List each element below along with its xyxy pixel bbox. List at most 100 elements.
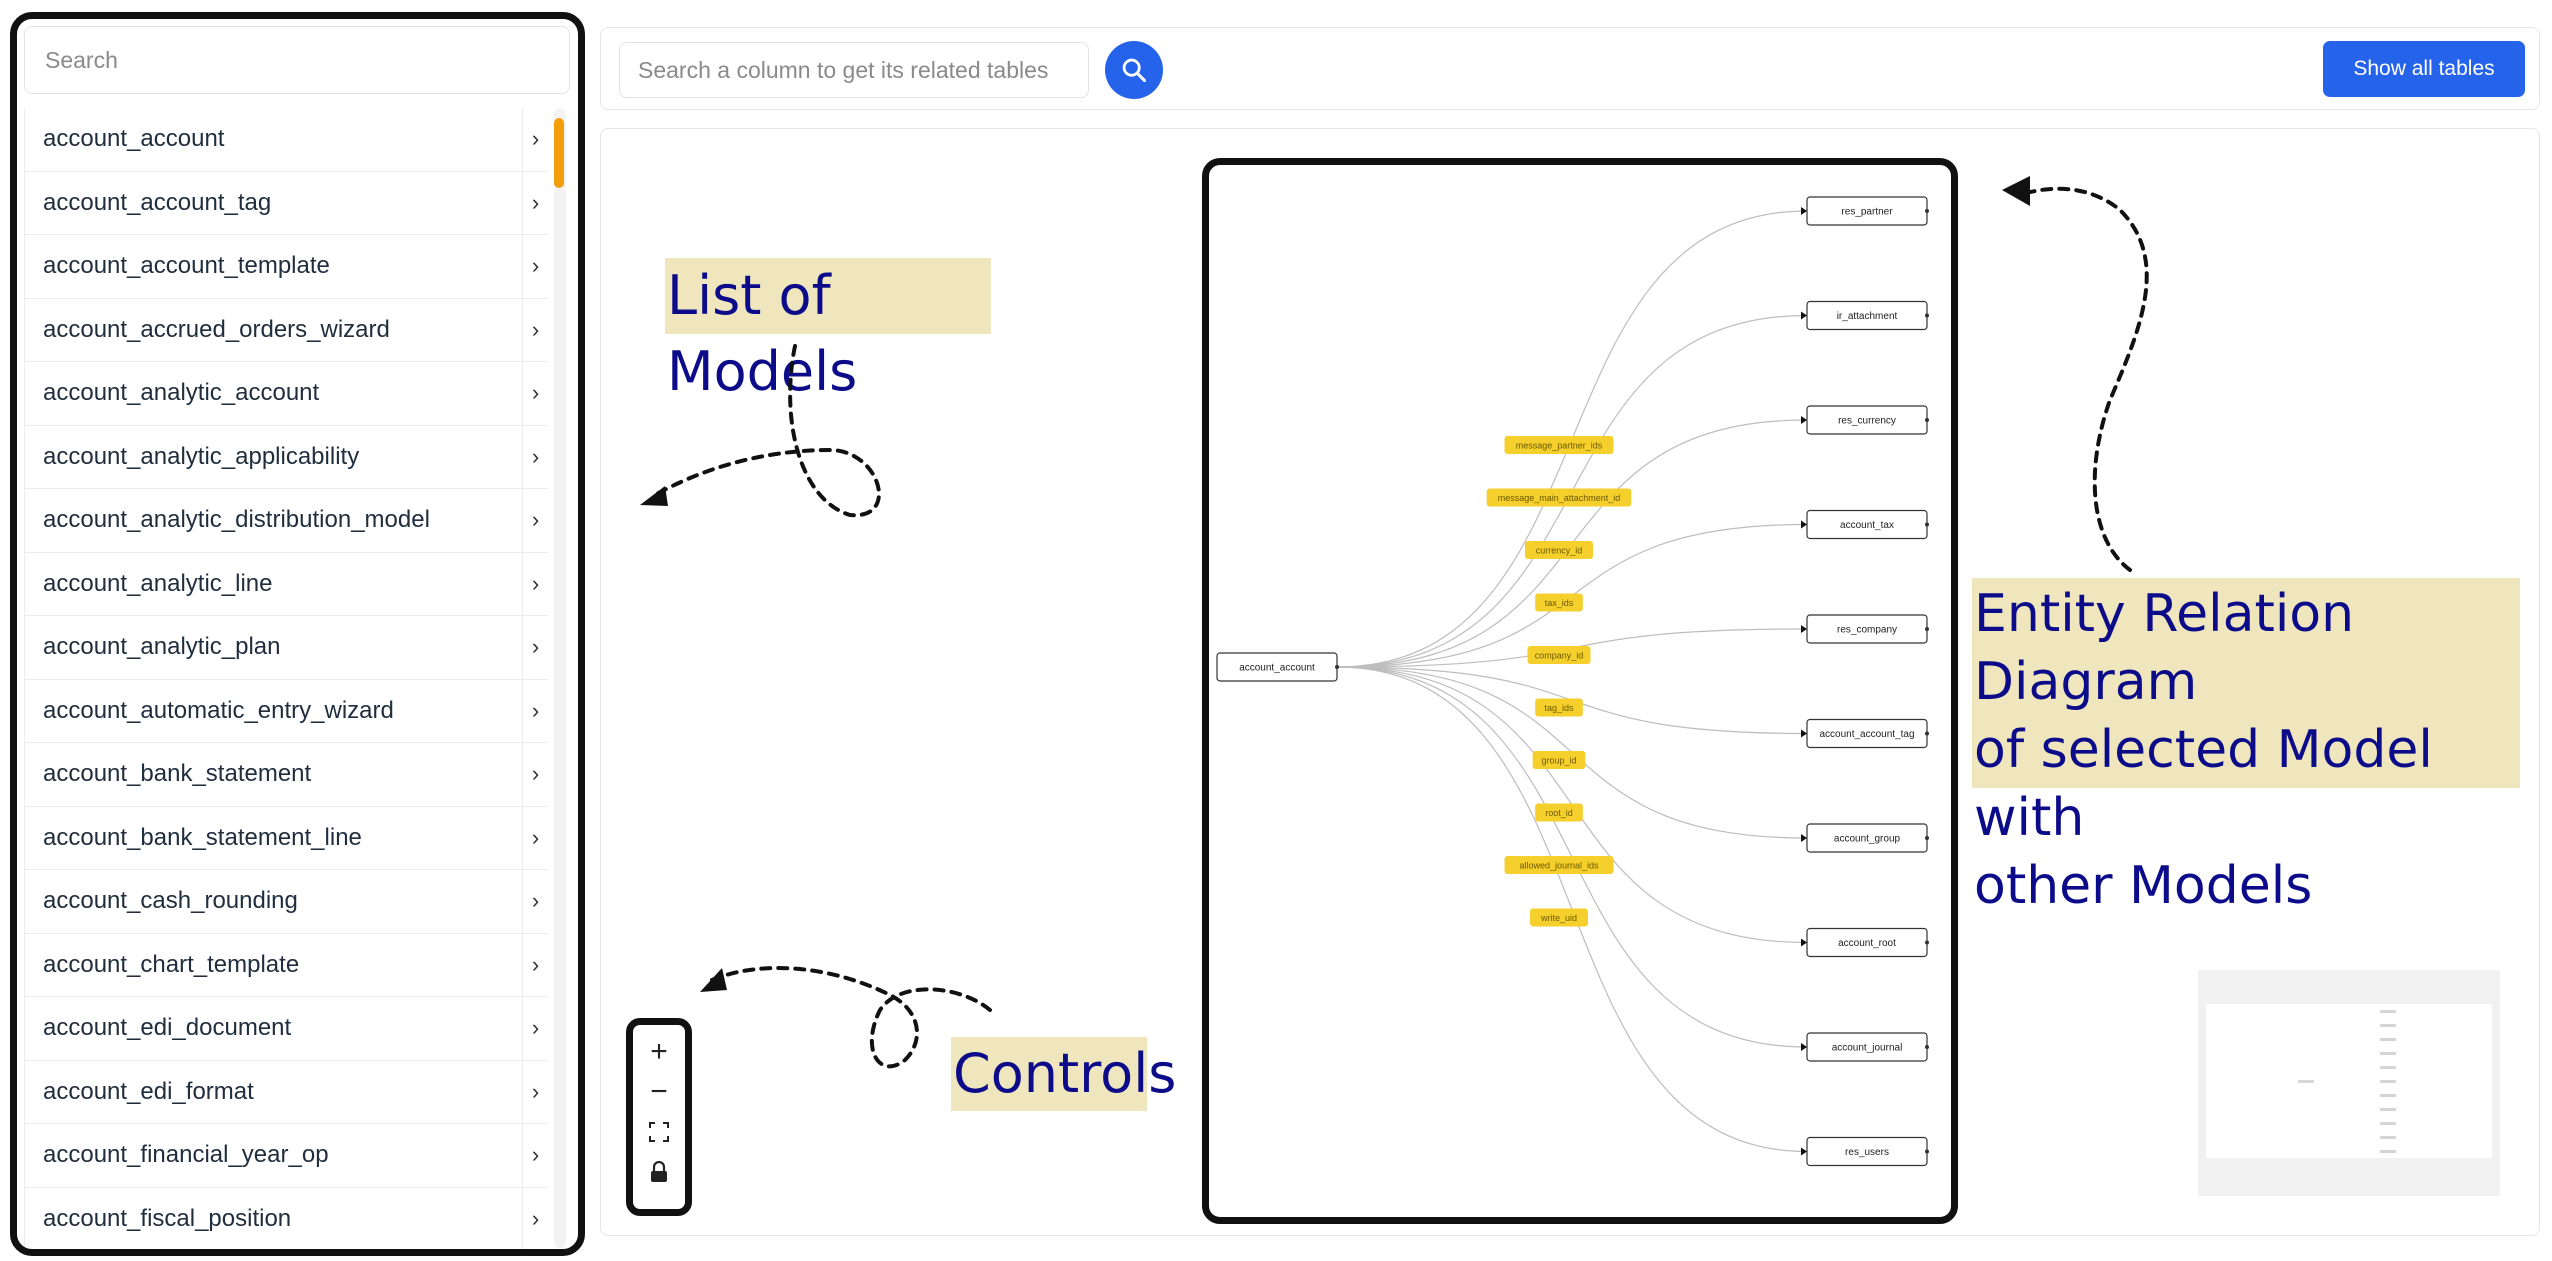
model-list-item[interactable]: account_cash_rounding › [24, 870, 548, 934]
model-list-item[interactable]: account_account_tag› [24, 171, 548, 235]
erd-edge-label-text: tag_ids [1544, 703, 1574, 713]
fit-view-button[interactable] [641, 1113, 677, 1151]
erd-target-node[interactable]: account_root [1806, 927, 1929, 958]
sidebar-scrollbar[interactable] [554, 108, 566, 1248]
chevron-right-icon[interactable]: › [522, 933, 548, 996]
model-list-item[interactable]: account_analytic_distribution_model› [24, 489, 548, 553]
erd-target-node[interactable]: res_users [1806, 1136, 1929, 1167]
model-list-item-label: account_financial_year_op [43, 1141, 329, 1169]
annotation-erd-line2: of selected Model with [1974, 720, 2433, 848]
chevron-right-icon[interactable]: › [522, 616, 548, 679]
chevron-right-icon[interactable]: › [522, 743, 548, 806]
models-arrow-head [640, 486, 668, 506]
model-list-item[interactable]: account_financial_year_op › [24, 1124, 548, 1188]
model-search-input[interactable] [24, 26, 570, 94]
erd-edge-label-text: message_partner_ids [1516, 441, 1603, 451]
erd-target-node[interactable]: res_company [1806, 614, 1929, 644]
erd-edge-arrow [1801, 207, 1807, 215]
erd-edge-arrow [1801, 834, 1807, 842]
chevron-right-icon[interactable]: › [522, 108, 548, 171]
model-list-item[interactable]: account_bank_statement› [24, 743, 548, 807]
chevron-right-icon[interactable]: › [522, 362, 548, 425]
erd-edge-label[interactable]: tag_ids [1535, 698, 1583, 717]
erd-target-node[interactable]: res_currency [1806, 405, 1929, 435]
erd-edge-label[interactable]: tax_ids [1535, 593, 1583, 612]
erd-edge-arrow [1801, 729, 1807, 738]
fit-view-icon [649, 1122, 669, 1142]
zoom-in-button[interactable]: + [650, 1035, 668, 1068]
model-list-item[interactable]: account_bank_statement_line› [24, 806, 548, 870]
chevron-right-icon[interactable]: › [522, 489, 548, 552]
model-list-item[interactable]: account_edi_document› [24, 997, 548, 1061]
model-list-item[interactable]: account_account› [24, 108, 548, 172]
chevron-right-icon[interactable]: › [522, 997, 548, 1060]
model-list-item[interactable]: account_automatic_entry_wizard › [24, 679, 548, 743]
diagram-controls: + − [626, 1018, 692, 1216]
model-list-item[interactable]: account_accrued_orders_wizard› [24, 298, 548, 362]
erd-edge-arrow [1801, 938, 1807, 947]
top-search-bar: Show all tables [600, 27, 2540, 110]
model-list-item[interactable]: account_analytic_line› [24, 552, 548, 616]
chevron-right-icon[interactable]: › [522, 679, 548, 742]
annotation-list-of-models: List of Models [665, 258, 991, 403]
chevron-right-icon[interactable]: › [522, 298, 548, 361]
model-list-item[interactable]: account_analytic_account› [24, 362, 548, 426]
erd-edge-arrow [1801, 1147, 1807, 1156]
column-search-input[interactable] [619, 42, 1089, 98]
erd-edge-label-text: company_id [1535, 651, 1584, 661]
erd-target-node-label: account_account_tag [1819, 729, 1914, 740]
minimap-preview [2206, 1004, 2492, 1158]
erd-target-node[interactable]: account_group [1806, 823, 1929, 853]
erd-edge-label[interactable]: write_uid [1530, 908, 1588, 927]
erd-target-node[interactable]: account_tax [1806, 509, 1929, 540]
model-list-item-label: account_automatic_entry_wizard [43, 696, 394, 724]
sidebar-scroll-thumb[interactable] [554, 118, 564, 188]
chevron-right-icon[interactable]: › [522, 171, 548, 234]
erd-edge-arrow [1801, 520, 1807, 529]
lock-toggle-button[interactable] [641, 1153, 677, 1191]
zoom-out-button[interactable]: − [650, 1075, 668, 1108]
chevron-right-icon[interactable]: › [522, 1060, 548, 1123]
erd-edge-label[interactable]: message_main_attachment_id [1486, 488, 1632, 507]
erd-edge-label[interactable]: message_partner_ids [1504, 436, 1614, 454]
erd-diagram[interactable]: message_partner_ids message_main_attachme… [1209, 165, 1951, 1217]
model-list-item[interactable]: account_analytic_applicability› [24, 425, 548, 489]
lock-icon [651, 1161, 667, 1182]
erd-edge-label-text: root_id [1545, 808, 1573, 818]
search-icon [1122, 58, 1147, 83]
chevron-right-icon[interactable]: › [522, 1187, 548, 1250]
erd-edge-label-text: message_main_attachment_id [1498, 493, 1621, 503]
search-button[interactable] [1105, 41, 1163, 99]
chevron-right-icon[interactable]: › [522, 806, 548, 869]
erd-target-node-label: account_group [1834, 834, 1901, 845]
erd-target-node-label: account_root [1838, 938, 1896, 949]
model-list-item[interactable]: account_analytic_plan› [24, 616, 548, 680]
erd-edge-label[interactable]: currency_id [1524, 541, 1594, 559]
erd-edge-arrow [1801, 1043, 1807, 1051]
model-list-item-label: account_cash_rounding [43, 887, 298, 915]
model-list-item[interactable]: account_account_template› [24, 235, 548, 299]
erd-edge-label[interactable]: company_id [1527, 646, 1591, 664]
erd-edge-label-text: write_uid [1540, 913, 1577, 923]
erd-edge-label[interactable]: group_id [1532, 751, 1586, 769]
erd-target-node[interactable]: res_partner [1806, 196, 1929, 226]
erd-edge-label[interactable]: root_id [1535, 803, 1583, 822]
erd-target-node[interactable]: ir_attachment [1806, 300, 1929, 331]
chevron-right-icon[interactable]: › [522, 1124, 548, 1187]
erd-target-node-label: res_currency [1838, 416, 1896, 427]
chevron-right-icon[interactable]: › [522, 425, 548, 488]
chevron-right-icon[interactable]: › [522, 235, 548, 298]
erd-edge-label[interactable]: allowed_journal_ids [1504, 856, 1614, 874]
model-list-item[interactable]: account_chart_template› [24, 933, 548, 997]
annotation-erd-line3: other Models [1974, 856, 2313, 916]
erd-source-node[interactable]: account_account [1216, 652, 1339, 682]
model-list-item[interactable]: account_edi_format› [24, 1060, 548, 1124]
erd-source-node-label: account_account [1239, 663, 1315, 674]
minimap[interactable] [2198, 970, 2500, 1196]
erd-target-node[interactable]: account_journal [1806, 1032, 1929, 1062]
chevron-right-icon[interactable]: › [522, 552, 548, 615]
erd-target-node[interactable]: account_account_tag [1806, 718, 1929, 749]
chevron-right-icon[interactable]: › [522, 870, 548, 933]
show-all-tables-button[interactable]: Show all tables [2323, 41, 2525, 97]
